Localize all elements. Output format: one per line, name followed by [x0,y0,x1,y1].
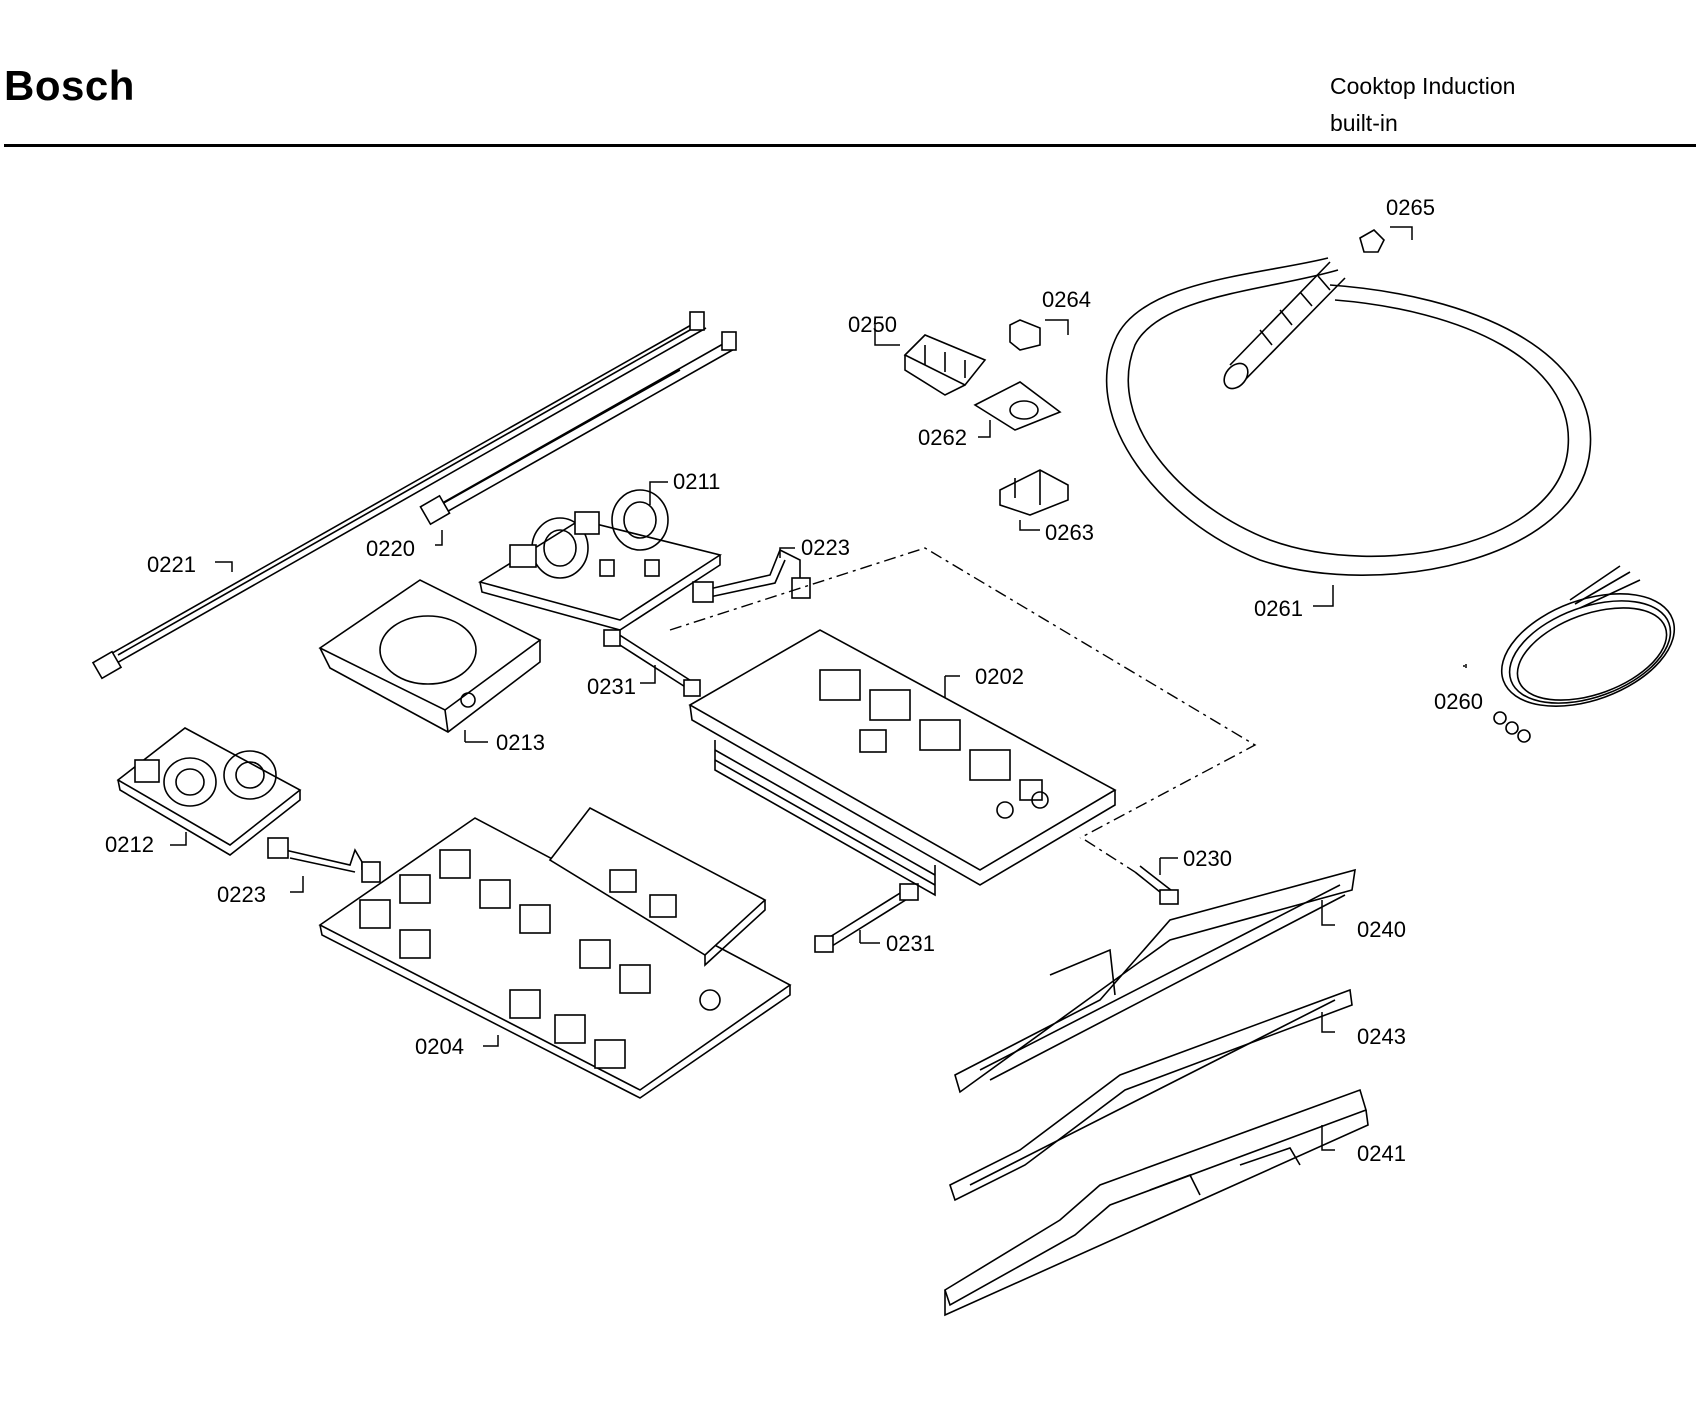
connector-cable-0223b [267,837,381,883]
wire-bundle-0260 [1493,565,1676,743]
terminal-block-0250 [903,334,987,396]
callout-0261: 0261 [1254,596,1303,621]
control-board-0240 [954,868,1356,1094]
frame-0241 [944,1088,1369,1317]
callout-0221: 0221 [147,552,196,577]
callout-0264: 0264 [1042,287,1091,312]
callout-labels: 0265 0264 0250 0262 0263 0261 0260 0211 … [105,195,1483,1166]
callout-0212: 0212 [105,832,154,857]
ribbon-cable-0231b [814,883,919,953]
callout-0231-lower: 0231 [886,931,935,956]
callout-0241: 0241 [1357,1141,1406,1166]
header-rule [4,144,1696,147]
callout-0262: 0262 [918,425,967,450]
grommet-0265 [1359,229,1385,253]
callout-0250: 0250 [848,312,897,337]
wire-harness-0221 [91,311,707,680]
filter-board-0211 [478,489,722,631]
leader-lines [170,226,1467,1151]
model-line-1: Cooktop Induction [1330,73,1516,99]
callout-0213: 0213 [496,730,545,755]
connector-cable-0223a [692,548,811,603]
callout-0204: 0204 [415,1034,464,1059]
filter-board-0212 [116,727,302,856]
callout-0240: 0240 [1357,917,1406,942]
bracket-0263 [999,469,1069,516]
callout-0231-upper: 0231 [587,674,636,699]
callout-0230: 0230 [1183,846,1232,871]
callout-0220: 0220 [366,536,415,561]
callout-0223-lower: 0223 [217,882,266,907]
callout-0223-upper: 0223 [801,535,850,560]
brand-title: Bosch [4,62,135,109]
main-board-0204 [318,806,792,1099]
model-description: Cooktop Induction built-in [1330,68,1515,142]
light-guide-0243 [949,988,1353,1202]
callout-0265: 0265 [1386,195,1435,220]
fan-0213 [318,579,542,733]
callout-0211: 0211 [673,469,720,494]
hose-0261 [1105,257,1592,576]
power-board-0202 [669,547,1257,897]
clip-0264 [1009,319,1041,351]
ribbon-cable-0231a [603,629,701,697]
cable-0230 [1134,865,1179,905]
callout-0243: 0243 [1357,1024,1406,1049]
bracket-0262 [973,381,1062,431]
callout-0202: 0202 [975,664,1024,689]
model-line-2: built-in [1330,110,1398,136]
callout-0263: 0263 [1045,520,1094,545]
callout-0260: 0260 [1434,689,1483,714]
wire-harness-0220 [419,331,737,526]
